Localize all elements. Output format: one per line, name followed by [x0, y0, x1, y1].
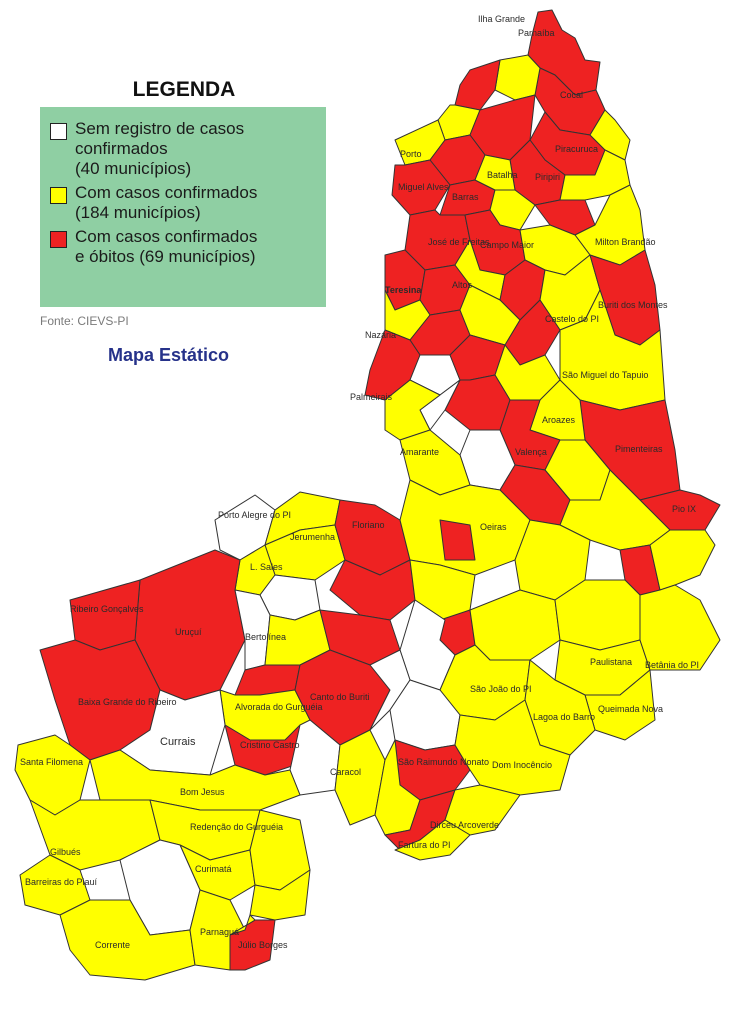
- legend-item-no-cases: Sem registro de casos confirmados (40 mu…: [50, 119, 318, 179]
- label-porto-alegre: Porto Alegre do PI: [218, 510, 291, 520]
- municipality-east-yellow-2[interactable]: [649, 529, 716, 591]
- label-santa-filomena: Santa Filomena: [20, 757, 83, 767]
- legend-item-confirmed: Com casos confirmados (184 municípios): [50, 183, 318, 223]
- municipality-mid-red-7[interactable]: [439, 519, 476, 561]
- label-parnaiba: Parnaíba: [518, 28, 555, 38]
- legend-text-line: Com casos confirmados: [75, 183, 258, 202]
- label-amarante: Amarante: [400, 447, 439, 457]
- label-curimata: Curimatá: [195, 864, 232, 874]
- municipality-northwest-1[interactable]: [494, 54, 541, 101]
- municipality-northwest-2[interactable]: [454, 59, 501, 111]
- legend-swatch-yellow: [50, 187, 67, 204]
- label-caracol: Caracol: [330, 767, 361, 777]
- label-milton-brandao: Milton Brandão: [595, 237, 656, 247]
- label-oeiras: Oeiras: [480, 522, 507, 532]
- label-bom-jesus: Bom Jesus: [180, 787, 225, 797]
- municipality-south-yellow-1[interactable]: [469, 589, 561, 661]
- label-barras: Barras: [452, 192, 479, 202]
- legend-text-line: e óbitos (69 municípios): [75, 247, 256, 266]
- municipality-miguel-alves[interactable]: [391, 159, 451, 216]
- label-pimenteiras: Pimenteiras: [615, 444, 663, 454]
- label-ribeiro-goncalves: Ribeiro Gonçalves: [70, 604, 144, 614]
- legend-item-deaths: Com casos confirmados e óbitos (69 munic…: [50, 227, 318, 267]
- label-nazaria: Nazária: [365, 330, 396, 340]
- label-valenca: Valença: [515, 447, 547, 457]
- municipality-ribeiro-goncalves[interactable]: [69, 579, 141, 651]
- label-ilha-grande: Ilha Grande: [478, 14, 525, 24]
- label-buriti-montes: Buriti dos Montes: [598, 300, 668, 310]
- label-canto-buriti: Canto do Buriti: [310, 692, 370, 702]
- legend-text-line: Com casos confirmados: [75, 227, 258, 246]
- municipality-betania[interactable]: [639, 584, 721, 671]
- legend-text-line: confirmados: [75, 139, 168, 158]
- label-dirceu: Dirceu Arcoverde: [430, 820, 499, 830]
- label-miguel-alves: Miguel Alves: [398, 182, 449, 192]
- label-julio-borges: Júlio Borges: [238, 940, 288, 950]
- label-queimada-nova: Queimada Nova: [598, 704, 663, 714]
- label-fartura: Fartura do PI: [398, 840, 451, 850]
- label-currais: Currais: [160, 736, 196, 748]
- label-jose-freitas: José de Freitas: [428, 237, 490, 247]
- label-alvorada: Alvorada do Gurguéia: [235, 702, 323, 712]
- label-gilbues: Gilbués: [50, 847, 81, 857]
- label-barreiras: Barreiras do Piauí: [25, 877, 98, 887]
- legend-title: LEGENDA: [132, 78, 236, 101]
- label-palmeirais: Palmeirais: [350, 392, 393, 402]
- label-piripiri: Piripiri: [535, 172, 560, 182]
- municipality-fartura[interactable]: [394, 819, 471, 861]
- label-sao-joao: São João do PI: [470, 684, 532, 694]
- label-baixa-grande: Baixa Grande do Ribeiro: [78, 697, 177, 707]
- label-cristino-castro: Cristino Castro: [240, 740, 300, 750]
- legend-text-line: (40 municípios): [75, 159, 192, 178]
- municipality-amarante[interactable]: [384, 379, 441, 441]
- label-floriano: Floriano: [352, 520, 385, 530]
- label-altos: Altos: [452, 280, 473, 290]
- label-redencao: Redenção do Gurguéia: [190, 822, 283, 832]
- label-castelo: Castelo do PI: [545, 314, 599, 324]
- label-porto: Porto: [400, 149, 422, 159]
- legend-text-line: Sem registro de casos: [75, 119, 245, 138]
- label-betania: Betânia do PI: [645, 660, 699, 670]
- municipality-north-yellow-3[interactable]: [474, 154, 516, 191]
- label-dom-inocencio: Dom Inocêncio: [492, 760, 552, 770]
- label-lagoa-barro: Lagoa do Barro: [533, 712, 595, 722]
- map-type-label: Mapa Estático: [108, 345, 230, 365]
- label-aroazes: Aroazes: [542, 415, 576, 425]
- label-paulistana: Paulistana: [590, 657, 632, 667]
- municipality-south-red-1[interactable]: [329, 559, 416, 621]
- label-pio-ix: Pio IX: [672, 504, 696, 514]
- label-campo-maior: Campo Maior: [480, 240, 534, 250]
- label-jerumenha: Jerumenha: [290, 532, 335, 542]
- municipality-south-yellow-4[interactable]: [229, 914, 256, 936]
- label-bertolinea: Bertolínea: [245, 632, 286, 642]
- legend-swatch-red: [50, 231, 67, 248]
- label-teresina: Teresina: [385, 285, 422, 295]
- label-corrente: Corrente: [95, 940, 130, 950]
- legend-box: Sem registro de casos confirmados (40 mu…: [40, 107, 326, 307]
- label-batalha: Batalha: [487, 170, 518, 180]
- municipality-dom-inocencio[interactable]: [454, 699, 571, 796]
- legend-text-line: (184 municípios): [75, 203, 201, 222]
- label-sao-raimundo: São Raimundo Nonato: [398, 757, 489, 767]
- label-l-sales: L. Sales: [250, 562, 283, 572]
- label-piracuruca: Piracuruca: [555, 144, 598, 154]
- label-urucui: Uruçuí: [175, 627, 202, 637]
- legend-swatch-white: [50, 123, 67, 140]
- label-sao-miguel: São Miguel do Tapuio: [562, 370, 648, 380]
- label-parnagua: Parnaguá: [200, 927, 239, 937]
- source-note: Fonte: CIEVS-PI: [40, 314, 129, 328]
- label-cocal: Cocal: [560, 90, 583, 100]
